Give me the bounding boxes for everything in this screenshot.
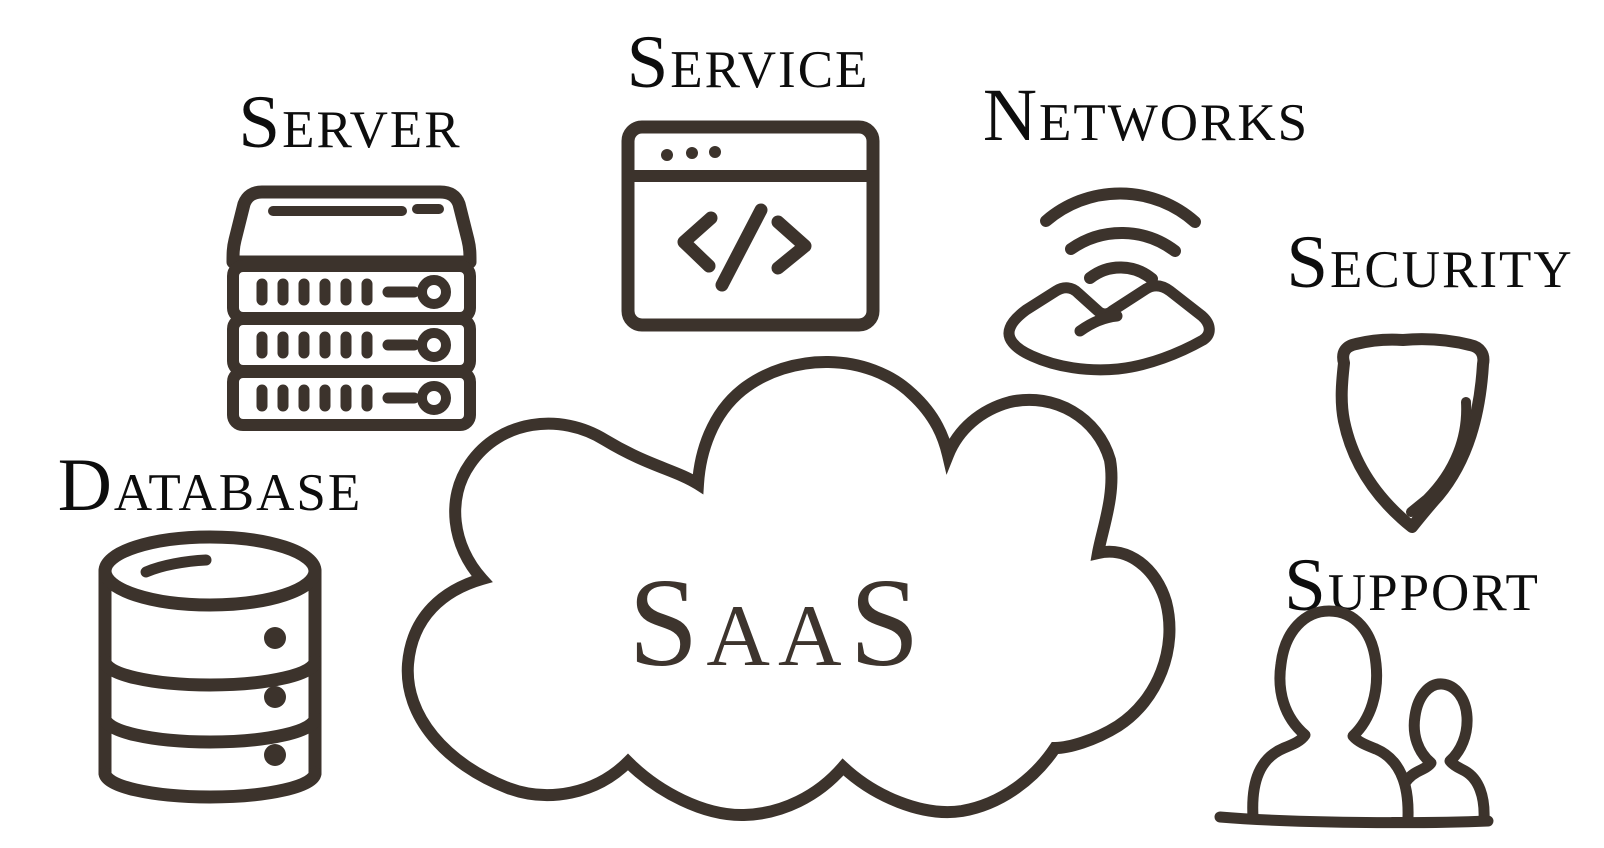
cloud-outline (401, 356, 1176, 822)
db-separator (98, 654, 322, 692)
db-dot (264, 627, 286, 649)
node-database: Database (58, 444, 362, 804)
thumb-line (1074, 310, 1123, 337)
server-label: Server (238, 81, 461, 164)
db-separator (98, 711, 322, 749)
wifi-hand-icon (1003, 187, 1215, 376)
server-row-2 (256, 328, 451, 362)
wifi-arc-large (1040, 187, 1201, 228)
node-server: Server (226, 81, 477, 431)
person-large (1247, 605, 1414, 823)
shield-icon (1335, 333, 1490, 533)
server-row-3 (256, 381, 451, 415)
wifi-arc-small (1084, 261, 1158, 285)
db-top (98, 530, 322, 612)
node-networks: Networks (983, 74, 1309, 376)
cloud-label: SaaS (628, 554, 927, 693)
service-label: Service (627, 21, 870, 104)
node-support: Support (1214, 544, 1538, 829)
window-dot (686, 147, 698, 159)
security-label: Security (1286, 221, 1573, 304)
shield-inner-line (1406, 397, 1472, 517)
code-brackets (677, 203, 812, 292)
database-icon (98, 530, 322, 804)
saas-cloud: SaaS (401, 356, 1176, 822)
window-dot (661, 149, 673, 161)
code-window-icon (621, 120, 880, 332)
node-security: Security (1286, 221, 1573, 533)
db-highlight (140, 554, 212, 578)
wifi-arc-medium (1065, 226, 1181, 257)
window-dot (709, 146, 721, 158)
database-label: Database (58, 444, 362, 527)
networks-label: Networks (983, 74, 1309, 157)
db-dot (264, 744, 286, 766)
node-service: Service (621, 21, 880, 332)
server-rack-icon (226, 185, 477, 431)
people-icon (1214, 605, 1494, 829)
hand-outline (1003, 280, 1215, 376)
server-row-1 (256, 275, 451, 309)
person-small (1391, 678, 1490, 826)
people-baseline (1214, 811, 1494, 829)
shield-outline (1335, 333, 1490, 533)
db-dot (264, 686, 286, 708)
